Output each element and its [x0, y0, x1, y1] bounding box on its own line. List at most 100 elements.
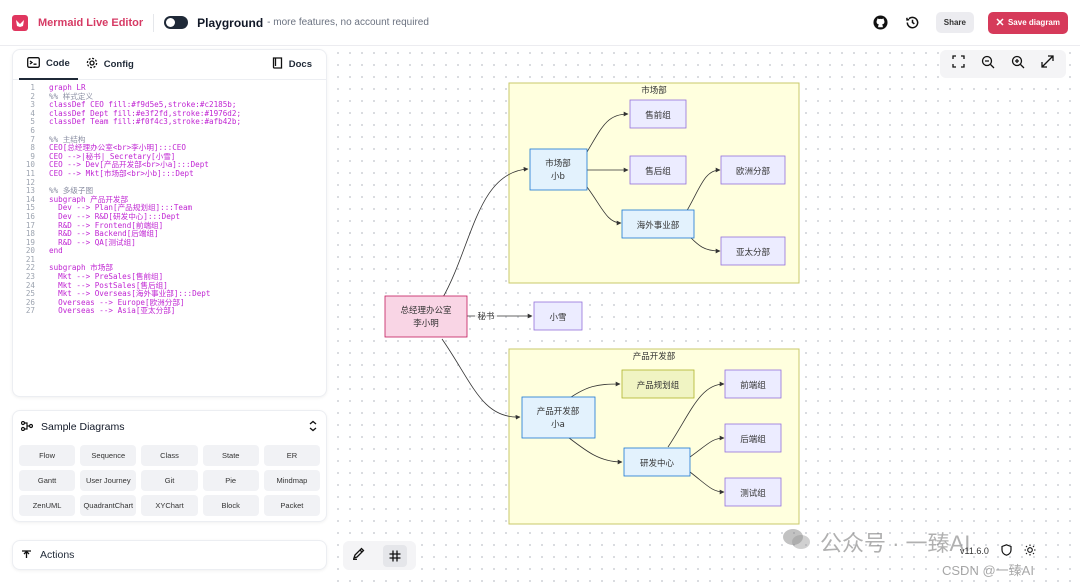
code-line[interactable]: 16 Dev --> R&D[研发中心]:::Dept — [13, 212, 326, 222]
code-line[interactable]: 12 — [13, 177, 326, 188]
code-line[interactable]: 13%% 多级子图 — [13, 187, 326, 196]
node-overseas[interactable]: 海外事业部 — [621, 209, 695, 239]
code-line[interactable]: 19 R&D --> QA[测试组] — [13, 238, 326, 248]
sample-packet-button[interactable]: Packet — [263, 495, 320, 516]
node-presales[interactable]: 售前组 — [629, 99, 687, 129]
node-europe[interactable]: 欧洲分部 — [720, 155, 786, 185]
shield-icon[interactable] — [1001, 544, 1012, 558]
expand-icon[interactable] — [1041, 55, 1054, 73]
svg-text:产品规划组: 产品规划组 — [637, 380, 680, 391]
node-secretary[interactable]: 小雪 — [533, 301, 583, 331]
sample-sequence-button[interactable]: Sequence — [80, 445, 137, 466]
sample-pie-button[interactable]: Pie — [202, 470, 259, 491]
sample-zenuml-button[interactable]: ZenUML — [19, 495, 76, 516]
sample-git-button[interactable]: Git — [141, 470, 198, 491]
code-line[interactable]: 17 R&D --> Frontend[前端组] — [13, 220, 326, 231]
actions-panel[interactable]: Actions — [12, 540, 327, 570]
app-title[interactable]: Mermaid Live Editor — [38, 16, 144, 29]
diagram-canvas[interactable]: 市场部 产品开发部 秘书 — [332, 47, 1080, 586]
node-frontend[interactable]: 前端组 — [724, 369, 782, 399]
sample-diagrams-header[interactable]: Sample Diagrams — [13, 411, 326, 443]
theme-sun-icon[interactable] — [1024, 544, 1036, 558]
sample-mindmap-button[interactable]: Mindmap — [263, 470, 320, 491]
pen-icon[interactable] — [352, 547, 365, 565]
collapse-icon[interactable] — [308, 420, 318, 435]
mermaid-logo-icon[interactable] — [12, 14, 28, 31]
code-line[interactable]: 25 Mkt --> Overseas[海外事业部]:::Dept — [13, 290, 326, 299]
share-button[interactable]: Share — [935, 12, 974, 33]
line-number: 18 — [25, 229, 35, 239]
sample-block-button[interactable]: Block — [202, 495, 259, 516]
playground-toggle[interactable] — [164, 16, 189, 29]
code-line[interactable]: 21 — [13, 255, 326, 265]
line-number: 27 — [25, 306, 35, 316]
node-mkt[interactable]: 市场部 小b — [529, 148, 588, 191]
code-line[interactable]: 2%% 样式定义 — [13, 92, 326, 102]
sample-quadrantchart-button[interactable]: QuadrantChart — [80, 495, 137, 516]
sample-user-journey-button[interactable]: User Journey — [80, 470, 137, 491]
zoom-out-icon[interactable] — [981, 55, 995, 74]
svg-text:产品开发部: 产品开发部 — [537, 406, 580, 417]
node-asia[interactable]: 亚太分部 — [720, 236, 786, 266]
code-line[interactable]: 18 R&D --> Backend[后端组] — [13, 229, 326, 239]
watermark: 公众号 · 一臻AI — [782, 526, 970, 558]
tab-config[interactable]: Config — [78, 50, 142, 80]
svg-text:海外事业部: 海外事业部 — [637, 220, 680, 231]
node-dev[interactable]: 产品开发部 小a — [521, 396, 596, 439]
edge-mkt-presales — [586, 111, 629, 153]
save-diagram-label: Save diagram — [1007, 18, 1060, 27]
node-rd[interactable]: 研发中心 — [623, 447, 691, 477]
version-bar: v11.6.0 — [960, 544, 1036, 558]
watermark-csdn: CSDN @一臻AI — [942, 563, 1034, 578]
grid-icon[interactable] — [383, 544, 407, 567]
edge-rd-frontend — [667, 381, 725, 448]
diagram-icon — [20, 420, 34, 434]
save-icon — [996, 17, 1004, 28]
sample-flow-button[interactable]: Flow — [19, 445, 76, 466]
code-line[interactable]: 26 Overseas --> Europe[欧洲分部] — [13, 298, 326, 308]
code-line[interactable]: 23 Mkt --> PreSales[售前组] — [13, 272, 326, 282]
edge-overseas-europe — [684, 167, 721, 215]
node-backend[interactable]: 后端组 — [724, 423, 782, 453]
sample-xychart-button[interactable]: XYChart — [141, 495, 198, 516]
code-line[interactable]: 24 Mkt --> PostSales[售后组] — [13, 281, 326, 291]
node-plan[interactable]: 产品规划组 — [621, 369, 695, 399]
sample-er-button[interactable]: ER — [263, 445, 320, 466]
tab-config-label: Config — [103, 59, 134, 70]
line-text: R&D --> Frontend[前端组] — [49, 220, 164, 230]
code-line[interactable]: 7%% 主结构 — [13, 135, 326, 145]
node-ceo[interactable]: 总经理办公室 李小明 — [384, 295, 468, 338]
line-text: graph LR — [49, 83, 86, 92]
save-diagram-button[interactable]: Save diagram — [987, 11, 1068, 34]
node-postsales[interactable]: 售后组 — [629, 155, 687, 185]
code-line[interactable]: 15 Dev --> Plan[产品规划组]:::Team — [13, 204, 326, 213]
sample-class-button[interactable]: Class — [141, 445, 198, 466]
fit-screen-icon[interactable] — [952, 55, 965, 73]
watermark-text: 公众号 · 一臻AI — [820, 531, 971, 556]
docs-link[interactable]: Docs — [264, 50, 320, 80]
code-line[interactable]: 27 Overseas --> Asia[亚太分部] — [13, 307, 326, 316]
github-icon[interactable] — [872, 14, 890, 32]
node-qa[interactable]: 测试组 — [724, 477, 782, 507]
zoom-in-icon[interactable] — [1011, 55, 1025, 74]
sample-gantt-button[interactable]: Gantt — [19, 470, 76, 491]
line-number: 12 — [25, 177, 35, 187]
tab-code[interactable]: Code — [19, 50, 78, 80]
history-icon[interactable] — [904, 14, 922, 32]
code-line[interactable]: 6 — [13, 126, 326, 136]
sample-state-button[interactable]: State — [202, 445, 259, 466]
